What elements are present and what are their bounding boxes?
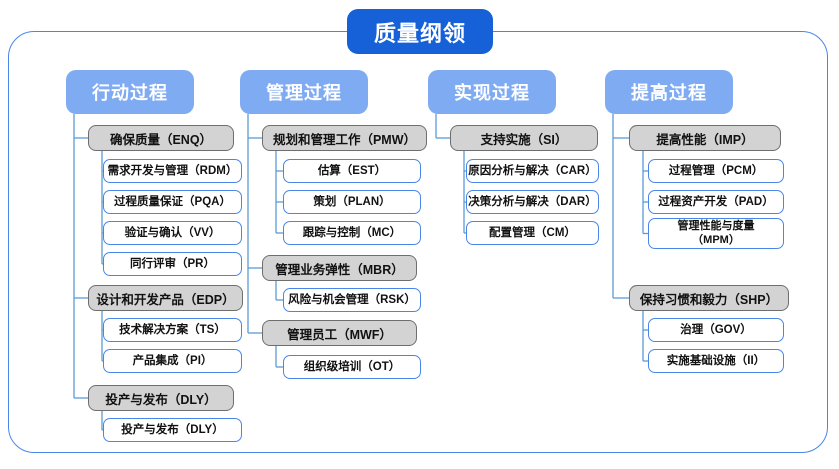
group-si[interactable]: 支持实施（SI） xyxy=(450,125,598,151)
leaf-pad[interactable]: 过程资产开发（PAD） xyxy=(648,190,784,214)
group-shp[interactable]: 保持习惯和毅力（SHP） xyxy=(629,285,789,311)
group-dly[interactable]: 投产与发布（DLY） xyxy=(88,385,234,411)
leaf-pqa[interactable]: 过程质量保证（PQA） xyxy=(103,190,242,214)
group-edp[interactable]: 设计和开发产品（EDP） xyxy=(88,285,243,311)
leaf-mpm[interactable]: 管理性能与度量 （MPM） xyxy=(648,218,784,249)
column-header-action-process[interactable]: 行动过程 xyxy=(66,70,194,114)
group-enq[interactable]: 确保质量（ENQ） xyxy=(88,125,234,151)
group-mbr[interactable]: 管理业务弹性（MBR） xyxy=(262,255,417,281)
leaf-pcm[interactable]: 过程管理（PCM） xyxy=(648,159,784,183)
leaf-dar[interactable]: 决策分析与解决（DAR） xyxy=(466,190,599,214)
leaf-pr[interactable]: 同行评审（PR） xyxy=(103,252,242,276)
leaf-mc[interactable]: 跟踪与控制（MC） xyxy=(283,221,421,245)
group-pmw[interactable]: 规划和管理工作（PMW） xyxy=(262,125,427,151)
leaf-ts[interactable]: 技术解决方案（TS） xyxy=(103,318,242,342)
leaf-car[interactable]: 原因分析与解决（CAR） xyxy=(466,159,599,183)
column-header-improvement-process[interactable]: 提高过程 xyxy=(605,70,733,114)
column-header-management-process[interactable]: 管理过程 xyxy=(240,70,368,114)
group-mwf[interactable]: 管理员工（MWF） xyxy=(262,320,417,346)
leaf-ii[interactable]: 实施基础设施（II） xyxy=(648,349,784,373)
column-header-realization-process[interactable]: 实现过程 xyxy=(428,70,556,114)
root-title: 质量纲领 xyxy=(347,9,493,54)
group-imp[interactable]: 提高性能（IMP） xyxy=(629,125,781,151)
leaf-cm[interactable]: 配置管理（CM） xyxy=(466,221,599,245)
leaf-pi[interactable]: 产品集成（PI） xyxy=(103,349,242,373)
leaf-est[interactable]: 估算（EST） xyxy=(283,159,421,183)
leaf-ot[interactable]: 组织级培训（OT） xyxy=(283,355,421,379)
leaf-rdm[interactable]: 需求开发与管理（RDM） xyxy=(103,159,242,183)
leaf-plan[interactable]: 策划（PLAN） xyxy=(283,190,421,214)
leaf-dly[interactable]: 投产与发布（DLY） xyxy=(103,418,242,442)
leaf-vv[interactable]: 验证与确认（VV） xyxy=(103,221,242,245)
leaf-rsk[interactable]: 风险与机会管理（RSK） xyxy=(283,288,421,312)
leaf-gov[interactable]: 治理（GOV） xyxy=(648,318,784,342)
